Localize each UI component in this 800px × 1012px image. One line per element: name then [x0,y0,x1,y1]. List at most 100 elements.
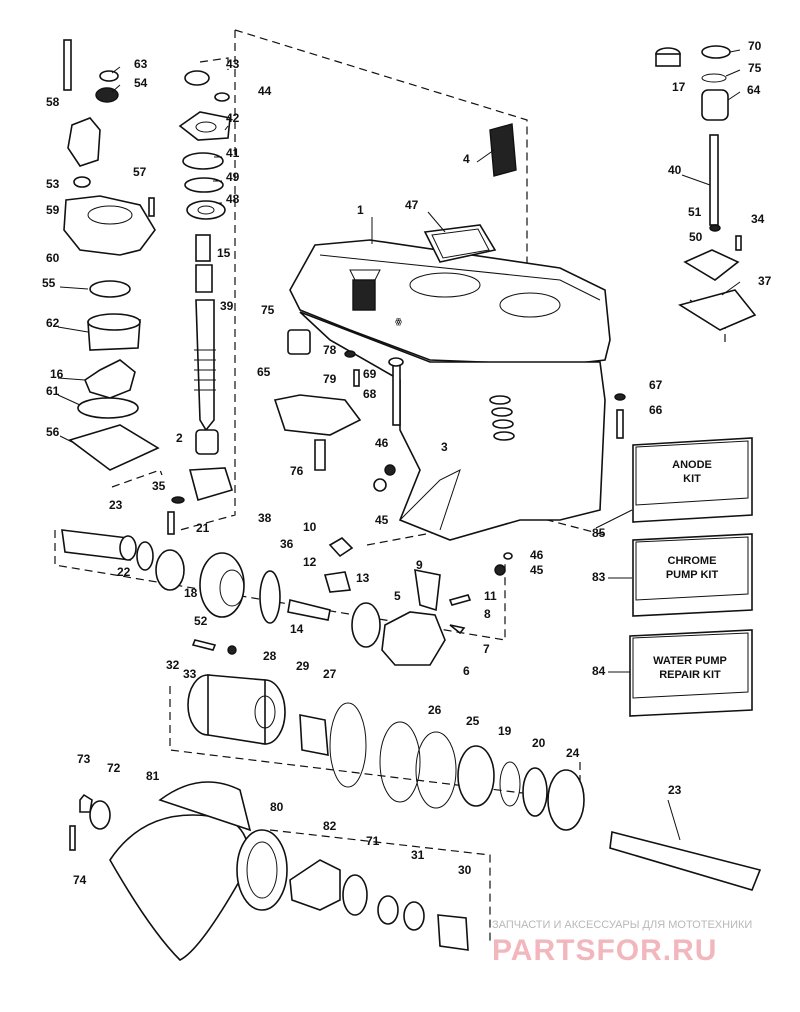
kit-label-line1: ANODE [672,459,712,471]
watermark-caption: ЗАПЧАСТИ И АКСЕССУАРЫ ДЛЯ МОТОТЕХНИКИ [492,919,752,931]
part-number-label: 45 [530,563,544,577]
part-number-label: 41 [226,146,240,160]
part-number-label: 43 [226,57,240,71]
part-number-label: 17 [672,80,686,94]
part-number-label: 53 [46,177,60,191]
part-number-label: 73 [77,752,91,766]
part-number-label: 49 [226,170,240,184]
part-number-label: 2 [176,431,183,445]
part-number-label: 78 [323,343,337,357]
chrome-pump-kit-box: CHROME PUMP KIT [632,533,753,617]
part-number-label: 67 [649,378,663,392]
part-number-label: 61 [46,384,60,398]
part-number-label: 34 [751,212,765,226]
part-number-label: 40 [668,163,682,177]
part-number-label: 62 [46,316,60,330]
shift-rod-components [494,45,757,576]
part-number-label: 10 [303,520,317,534]
part-number-label: 75 [261,303,275,317]
part-number-label: 58 [46,95,60,109]
part-number-label: 84 [592,664,606,678]
propeller-shaft-row [187,674,762,891]
part-number-label: 42 [226,111,240,125]
part-number-label: 47 [405,198,419,212]
part-number-label: 45 [375,513,389,527]
part-number-label: 25 [466,714,480,728]
forward-gear-row [61,529,281,655]
part-number-label: 46 [530,548,544,562]
part-number-label: 29 [296,659,310,673]
part-number-label: 76 [290,464,304,478]
part-number-label: 51 [688,205,702,219]
part-number-label: 27 [323,667,337,681]
part-number-label: 14 [290,622,304,636]
part-number-label: 80 [270,800,284,814]
kit-label-line1: CHROME [668,555,717,567]
kit-label-line1: WATER PUMP [653,655,727,667]
part-number-label: 32 [166,658,180,672]
part-number-label: 46 [375,436,389,450]
shift-components [273,329,472,666]
kit-label-line2: KIT [683,473,701,485]
part-number-label: 6 [463,664,470,678]
gasket-part-47 [423,224,497,263]
part-number-label: 39 [220,299,234,313]
part-number-label: 21 [196,521,210,535]
part-number-label: 19 [498,724,512,738]
part-number-label: 12 [303,555,317,569]
part-number-label: 22 [117,565,131,579]
water-screen-part-4 [489,123,517,177]
part-number-label: 33 [183,667,197,681]
water-pump-repair-kit-box: WATER PUMP REPAIR KIT [629,629,753,717]
part-number-label: 26 [428,703,442,717]
kit-label-line2: REPAIR KIT [659,669,721,681]
part-number-label: 70 [748,39,762,53]
part-number-label: 36 [280,537,294,551]
leader-lines [57,49,741,841]
part-number-label: 48 [226,192,240,206]
part-number-label: 38 [258,511,272,525]
part-number-label: 23 [668,783,682,797]
part-number-label: 75 [748,61,762,75]
propeller-group [69,781,469,961]
part-number-label: 71 [366,834,380,848]
part-number-label: 9 [416,558,423,572]
part-number-label: 8 [484,607,491,621]
part-number-label: 15 [217,246,231,260]
part-number-label: 82 [323,819,337,833]
part-number-label: 66 [649,403,663,417]
part-number-label: 30 [458,863,472,877]
part-number-label: 83 [592,570,606,584]
part-number-label: 63 [134,57,148,71]
part-number-label: 20 [532,736,546,750]
part-number-label: 64 [747,83,761,97]
part-number-label: 4 [463,152,470,166]
part-number-label: 24 [566,746,580,760]
part-number-label: 44 [258,84,272,98]
part-number-label: 56 [46,425,60,439]
part-number-label: 50 [689,230,703,244]
kit-label-line2: PUMP KIT [666,569,719,581]
watermark-logo: PARTSFOR.RU [492,934,717,967]
anode-kit-box: ANODE KIT [632,437,753,523]
part-number-label: 54 [134,76,148,90]
part-number-label: 74 [73,873,87,887]
part-number-label: 7 [483,642,490,656]
part-number-label: 37 [758,274,772,288]
part-number-label: 69 [363,367,377,381]
part-number-label: 72 [107,761,121,775]
svg-text:ꙮ: ꙮ [395,317,402,326]
part-number-label: 65 [257,365,271,379]
water-pump-components [63,39,160,471]
part-number-label: 28 [263,649,277,663]
part-number-label: 13 [356,571,370,585]
part-number-label: 16 [50,367,64,381]
part-number-label: 81 [146,769,160,783]
part-number-callouts: 1234567891011121314151617181920212223232… [42,39,772,887]
part-number-label: 11 [484,589,497,603]
part-number-label: 1 [357,203,364,217]
part-number-label: 79 [323,372,337,386]
part-number-label: 52 [194,614,208,628]
part-number-label: 3 [441,440,448,454]
part-number-label: 35 [152,479,166,493]
